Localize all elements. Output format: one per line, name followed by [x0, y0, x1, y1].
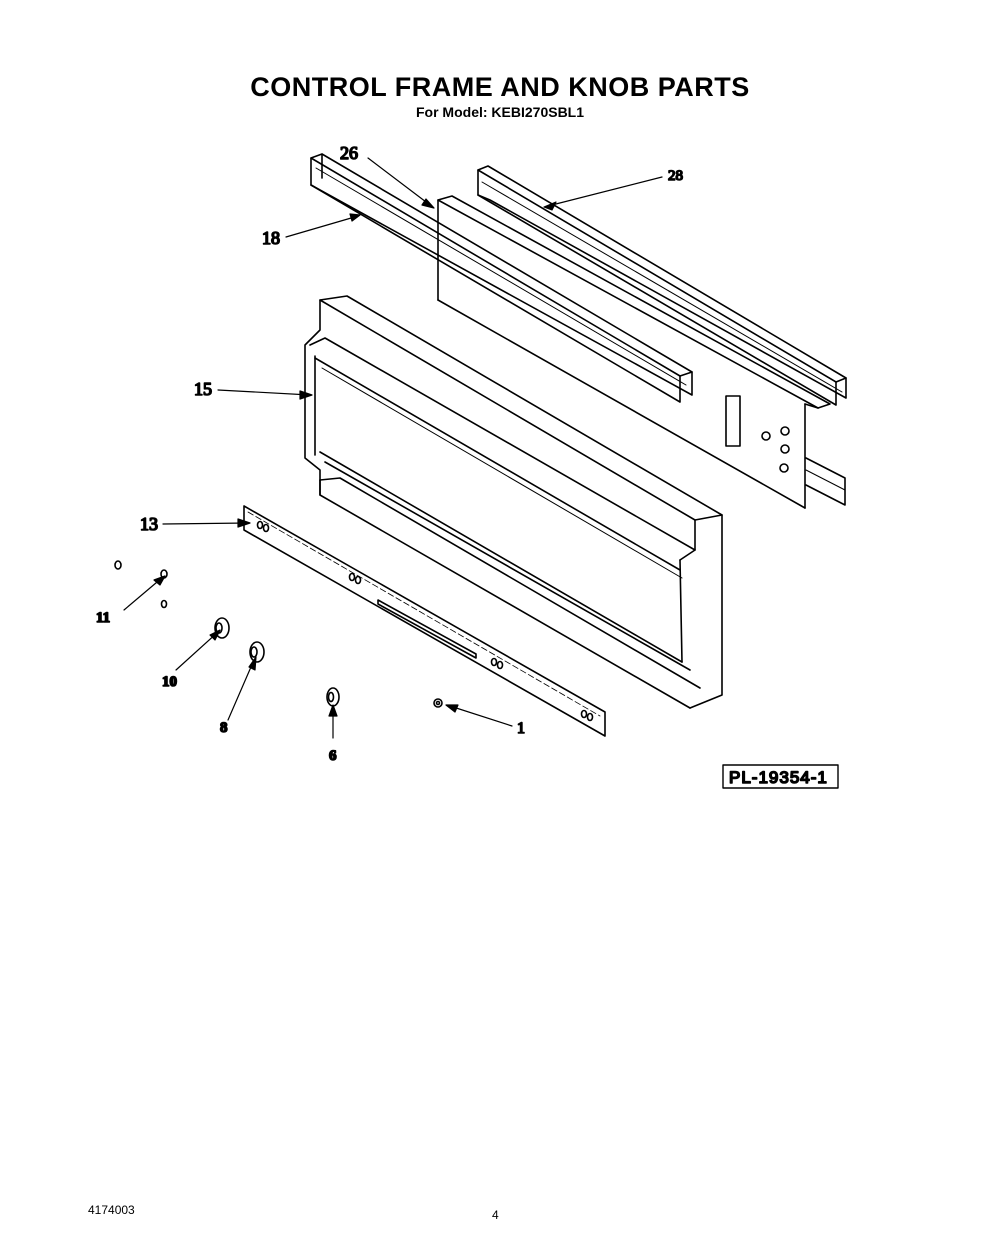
part-13-control-strip [243, 505, 606, 737]
callout-8: 8 [220, 720, 228, 736]
panel-button-icon [780, 426, 790, 436]
control-panel-plate [437, 299, 819, 509]
callout-10: 10 [162, 674, 177, 690]
leader-lines [123, 157, 663, 739]
callout-18: 18 [262, 228, 280, 248]
part-18-top-rail [310, 153, 693, 403]
part-26-panel-strip [437, 195, 831, 409]
callout-13: 13 [140, 514, 158, 534]
reference-code: PL-19354-1 [729, 768, 828, 787]
callout-1: 1 [517, 720, 525, 737]
part-6-knob [326, 687, 340, 707]
callout-28: 28 [668, 168, 683, 184]
panel-button-icon [779, 463, 789, 473]
part-28-rear-rail [477, 165, 847, 406]
part-15-control-frame [304, 295, 723, 709]
panel-button-icon [780, 444, 790, 454]
part-8-knob [249, 641, 265, 663]
display-window [725, 395, 741, 447]
panel-button-icon [761, 431, 771, 441]
callout-15: 15 [194, 379, 212, 399]
page-title: CONTROL FRAME AND KNOB PARTS [250, 72, 750, 102]
document-number: 4174003 [88, 1203, 135, 1217]
callout-11: 11 [96, 610, 110, 626]
callout-6: 6 [329, 748, 337, 764]
model-subtitle: For Model: KEBI270SBL1 [415, 104, 585, 120]
part-1-knob-small [433, 698, 443, 708]
part-28-lower-rail [805, 457, 846, 506]
callout-26: 26 [340, 143, 358, 163]
part-11-clips [114, 560, 168, 609]
page-number: 4 [492, 1208, 499, 1222]
reference-box [722, 764, 839, 789]
